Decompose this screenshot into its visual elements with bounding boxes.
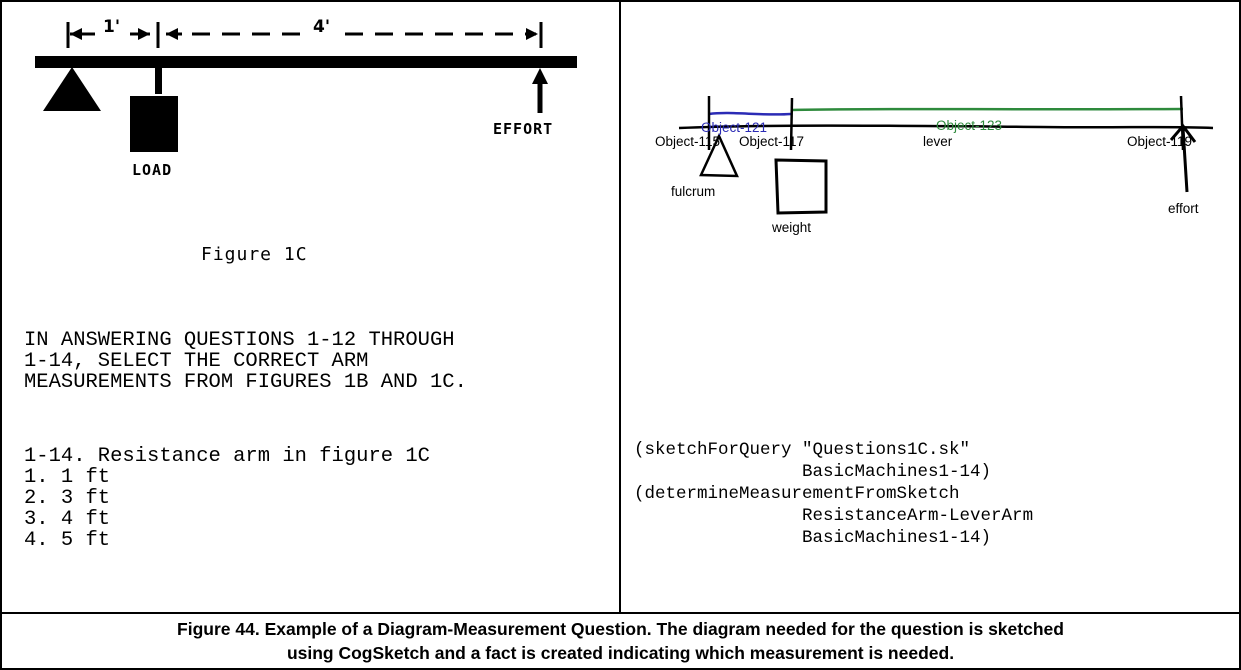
frame-divider-vertical	[619, 0, 621, 613]
sketch-fulcrum-triangle	[699, 132, 739, 178]
answer-option-3: 3. 4 ft	[24, 508, 111, 531]
lever-diagram-figure-1c: 1' 4' LOAD EFFORT	[35, 17, 577, 179]
sketch-label-object-119: Object-119	[1127, 134, 1192, 149]
caption-line-2: using CogSketch and a fact is created in…	[286, 643, 955, 663]
frame-bottom	[0, 668, 1241, 670]
sketch-label-effort: effort	[1168, 201, 1199, 216]
sketch-weight-box	[774, 158, 828, 215]
effort-arrow	[532, 68, 548, 113]
figure-title: Figure 1C	[201, 244, 308, 265]
load-hanger	[155, 66, 162, 94]
answer-option-1: 1. 1 ft	[24, 466, 111, 489]
query-code-line-2: BasicMachines1-14)	[634, 462, 992, 482]
sketch-label-object-115: Object-115	[655, 134, 720, 149]
sketch-label-object-121: Object-121	[701, 120, 767, 135]
sketch-label-lever: lever	[923, 134, 953, 149]
lever-bar	[35, 56, 577, 68]
sketch-label-fulcrum: fulcrum	[671, 184, 715, 199]
sketch-label-object-123: Object-123	[936, 118, 1002, 133]
dimension-label-1ft: 1'	[103, 17, 120, 37]
sketch-green-measure	[791, 107, 1184, 112]
frame-divider-horizontal	[0, 612, 1241, 614]
sketch-blue-measure	[708, 111, 792, 116]
frame-left	[0, 0, 2, 670]
sketch-label-weight: weight	[771, 220, 811, 235]
query-code-line-4: ResistanceArm-LeverArm	[634, 506, 1034, 526]
answer-option-2: 2. 3 ft	[24, 487, 111, 510]
right-panel: Object-121 Object-123 Object-115 Object-…	[621, 0, 1241, 613]
sketch-lever-stroke	[678, 124, 1214, 130]
sketch-label-object-117: Object-117	[739, 134, 804, 149]
cogsketch-sketch: Object-121 Object-123 Object-115 Object-…	[655, 95, 1214, 235]
query-code-line-5: BasicMachines1-14)	[634, 528, 992, 548]
caption-line-1: Figure 44. Example of a Diagram-Measurem…	[177, 619, 1064, 639]
figure-caption: Figure 44. Example of a Diagram-Measurem…	[0, 617, 1241, 665]
left-panel: 1' 4' LOAD EFFORT Figure 1C IN ANSWERING…	[0, 0, 619, 613]
answer-option-4: 4. 5 ft	[24, 529, 111, 552]
instruction-line-1: IN ANSWERING QUESTIONS 1-12 THROUGH	[24, 329, 455, 352]
load-label: LOAD	[132, 161, 172, 179]
sketch-effort-arrow	[1169, 123, 1197, 193]
query-code-line-3: (determineMeasurementFromSketch	[634, 484, 960, 504]
frame-right	[1239, 0, 1241, 670]
instruction-line-2: 1-14, SELECT THE CORRECT ARM	[24, 350, 369, 373]
query-code-line-1: (sketchForQuery "Questions1C.sk"	[634, 440, 971, 460]
instruction-line-3: MEASUREMENTS FROM FIGURES 1B AND 1C.	[24, 371, 467, 394]
dimension-label-4ft: 4'	[313, 17, 330, 37]
effort-label: EFFORT	[493, 120, 553, 138]
sketch-marker-117	[789, 97, 794, 151]
dimension-arrowheads	[70, 28, 538, 40]
load-block	[130, 96, 178, 152]
fulcrum-triangle	[43, 67, 101, 111]
question-stem: 1-14. Resistance arm in figure 1C	[24, 445, 430, 468]
